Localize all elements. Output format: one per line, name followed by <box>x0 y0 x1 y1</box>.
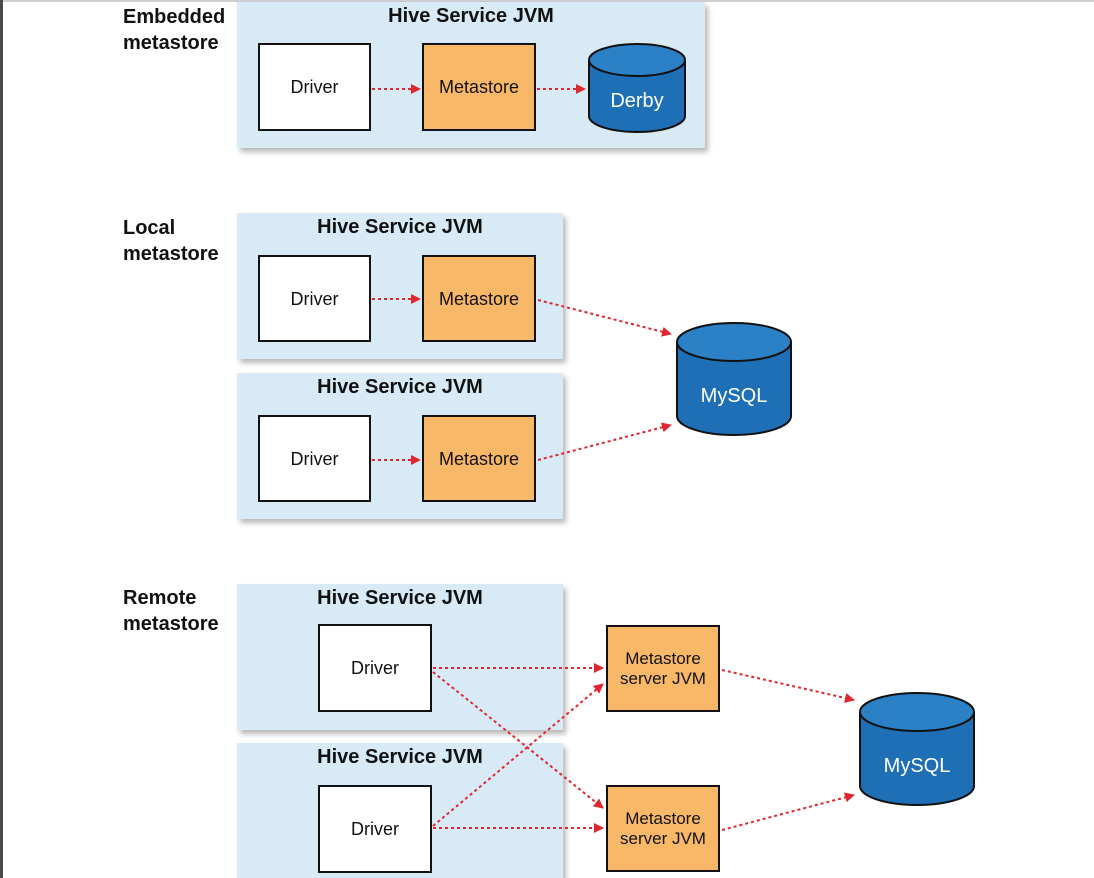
jvm-title: Hive Service JVM <box>317 587 483 609</box>
database-cylinder-icon <box>588 43 686 133</box>
label-line: metastore <box>123 613 219 635</box>
dotted-arrow-icon <box>721 792 855 831</box>
database-cylinder-icon <box>676 322 792 436</box>
metastore-box: Metastore <box>422 255 536 342</box>
derby-label: Derby <box>610 90 664 112</box>
jvm-title: Hive Service JVM <box>317 746 483 768</box>
mysql-database-remote: MySQL <box>858 690 976 808</box>
metastore-server-jvm-box: Metastore server JVM <box>606 625 720 712</box>
driver-box: Driver <box>258 255 371 342</box>
server-label-line: server JVM <box>620 668 706 688</box>
mysql-label: MySQL <box>700 385 768 407</box>
metastore-box: Metastore <box>422 43 536 131</box>
driver-label: Driver <box>290 448 339 469</box>
server-label-line: server JVM <box>620 828 706 848</box>
driver-label: Driver <box>351 658 399 678</box>
left-border <box>0 0 3 878</box>
metastore-label: Metastore <box>438 448 520 469</box>
mysql-label: MySQL <box>883 755 951 777</box>
jvm-title: Hive Service JVM <box>317 376 483 398</box>
mysql-database-local: MySQL <box>675 320 793 438</box>
driver-box: Driver <box>258 43 371 131</box>
driver-label: Driver <box>351 819 399 839</box>
derby-database: Derby <box>587 42 687 134</box>
top-border <box>0 0 1094 2</box>
driver-box: Driver <box>258 415 371 502</box>
metastore-label: Metastore <box>438 288 520 309</box>
label-line: Remote <box>123 587 197 609</box>
jvm-title: Hive Service JVM <box>388 5 554 27</box>
remote-metastore-label: Remote metastore <box>123 585 233 637</box>
label-line: metastore <box>123 243 219 265</box>
metastore-server-jvm-box: Metastore server JVM <box>606 785 720 872</box>
database-cylinder-icon <box>859 692 975 806</box>
label-line: Local <box>123 217 176 239</box>
driver-label: Driver <box>290 77 339 97</box>
server-label-line: Metastore <box>625 648 701 668</box>
server-label-line: Metastore <box>625 808 701 828</box>
metastore-box: Metastore <box>422 415 536 502</box>
metastore-label: Metastore <box>438 77 520 97</box>
label-line: Embedded <box>123 6 226 28</box>
driver-box: Driver <box>318 785 432 873</box>
driver-box: Driver <box>318 624 432 712</box>
embedded-metastore-label: Embedded metastore <box>123 4 233 56</box>
driver-label: Driver <box>290 288 339 309</box>
jvm-title: Hive Service JVM <box>317 216 483 238</box>
label-line: metastore <box>123 32 219 54</box>
local-metastore-label: Local metastore <box>123 215 233 267</box>
dotted-arrow-icon <box>721 669 855 703</box>
